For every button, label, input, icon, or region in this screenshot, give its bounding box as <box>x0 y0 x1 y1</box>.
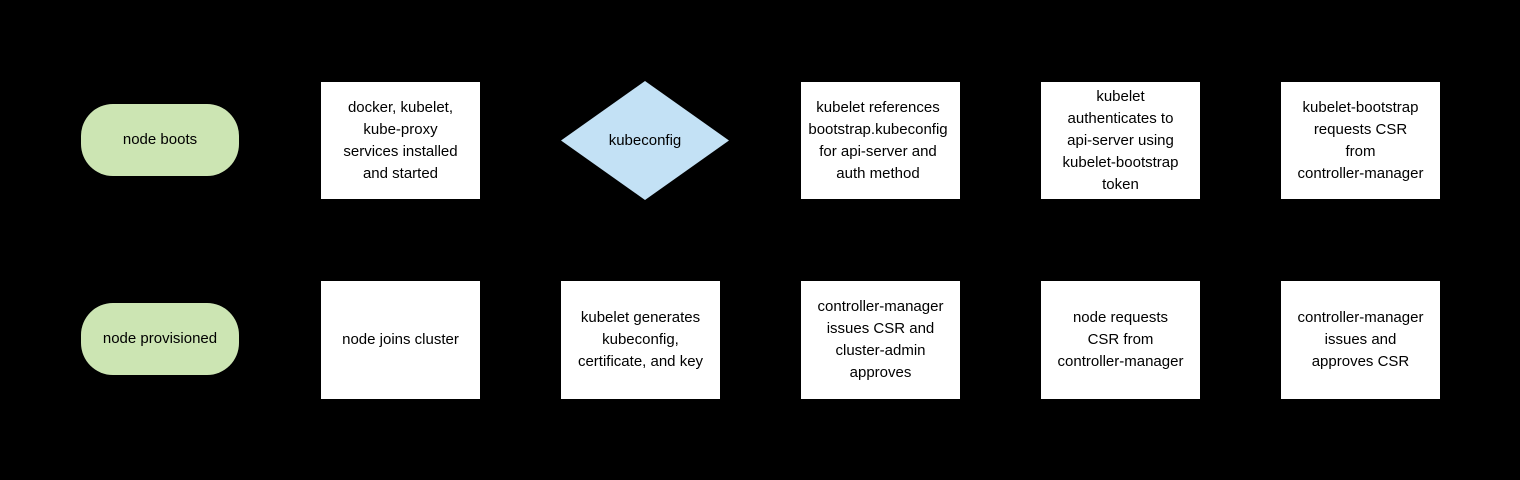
terminator-node-node-boots[interactable]: node boots <box>81 104 239 176</box>
node-label: kubelet references bootstrap.kubeconfig … <box>808 98 948 182</box>
node-label: controller-manager issues CSR and cluste… <box>817 298 944 381</box>
node-label: docker, kubelet, kube-proxy services ins… <box>343 98 458 182</box>
process-node-node-requests-csr[interactable]: node requests CSR from controller-manage… <box>1041 281 1200 399</box>
terminator-node-node-provisioned[interactable]: node provisioned <box>81 303 239 375</box>
process-node-kubelet-bootstrap-requests-csr[interactable]: kubelet-bootstrap requests CSR from cont… <box>1281 82 1440 199</box>
node-label: node requests CSR from controller-manage… <box>1057 309 1184 370</box>
process-node-node-joins-cluster[interactable]: node joins cluster <box>321 281 480 399</box>
node-label: kubelet generates kubeconfig, certificat… <box>577 309 704 370</box>
node-label: kubelet authenticates to api-server usin… <box>1062 87 1179 193</box>
process-node-services-installed[interactable]: docker, kubelet, kube-proxy services ins… <box>321 82 480 199</box>
process-node-controller-manager-issues-approves[interactable]: controller-manager issues and approves C… <box>1281 281 1440 399</box>
node-label: node boots <box>122 131 198 148</box>
node-label: controller-manager issues and approves C… <box>1297 309 1424 370</box>
decision-node-kubeconfig-decision[interactable]: kubeconfig <box>561 81 729 200</box>
process-node-kubelet-authenticates[interactable]: kubelet authenticates to api-server usin… <box>1041 82 1200 199</box>
diamond-shape <box>561 81 729 200</box>
process-node-kubelet-generates-kubeconfig[interactable]: kubelet generates kubeconfig, certificat… <box>561 281 720 399</box>
process-node-controller-manager-issues-csr[interactable]: controller-manager issues CSR and cluste… <box>801 281 960 399</box>
node-label: kubeconfig <box>608 131 682 149</box>
node-label: kubelet-bootstrap requests CSR from cont… <box>1297 98 1424 182</box>
process-node-kubelet-references-bootstrap[interactable]: kubelet references bootstrap.kubeconfig … <box>801 82 960 199</box>
node-label: node provisioned <box>102 330 218 347</box>
node-label: node joins cluster <box>342 331 459 348</box>
